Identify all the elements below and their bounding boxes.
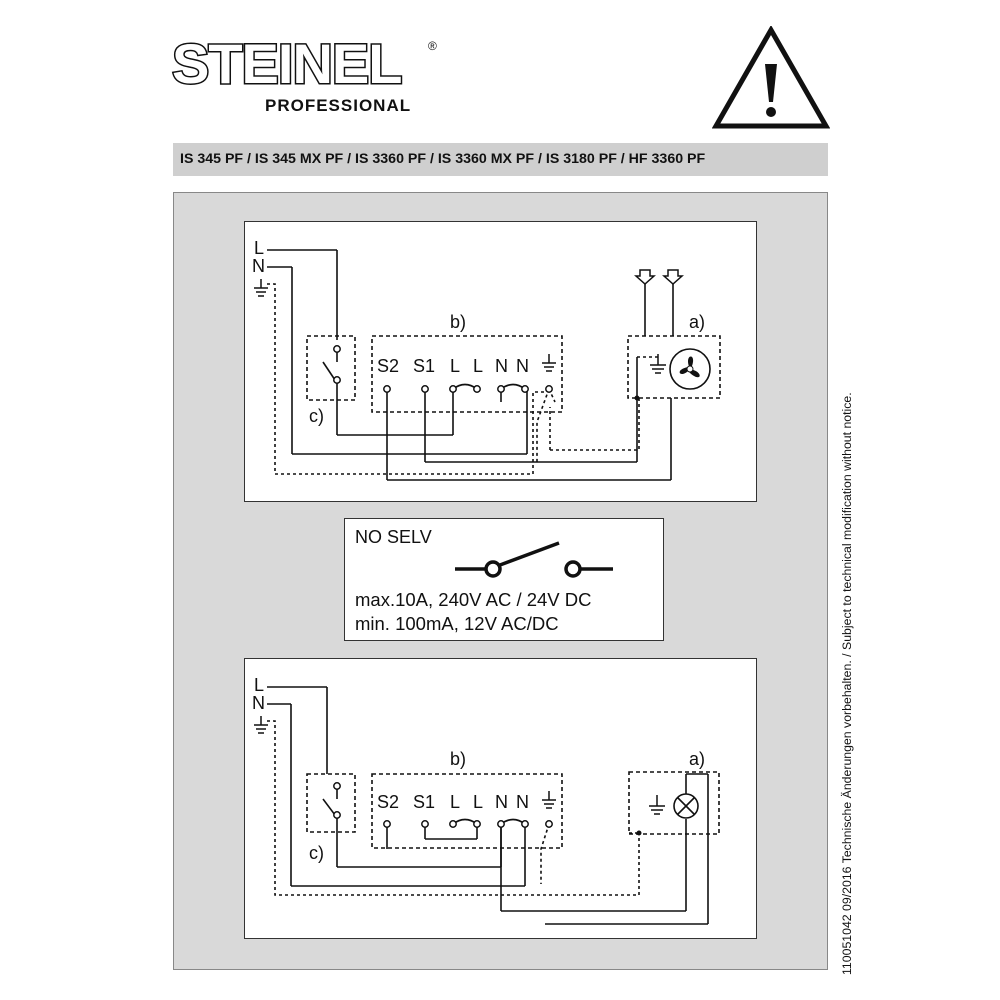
model-list: IS 345 PF / IS 345 MX PF / IS 3360 PF / … — [173, 143, 828, 176]
wiring-diagram-lamp: L N b) a) c) S2 S1 L L N N — [244, 658, 757, 939]
terminal-s1: S1 — [413, 792, 435, 812]
terminal-n1: N — [495, 792, 508, 812]
svg-text:®: ® — [428, 39, 437, 53]
brand-subtitle: PROFESSIONAL — [265, 96, 412, 115]
label-c: c) — [309, 406, 324, 426]
mains-label-n: N — [252, 256, 265, 276]
selv-spec-min: min. 100mA, 12V AC/DC — [355, 613, 559, 634]
terminal-s2: S2 — [377, 356, 399, 376]
warning-icon — [711, 24, 831, 130]
terminal-s1: S1 — [413, 356, 435, 376]
terminal-n1: N — [495, 356, 508, 376]
terminal-n2: N — [516, 356, 529, 376]
wiring-diagram-fan: L N b) a) c) S2 S1 L L N N — [244, 221, 757, 502]
terminal-s2: S2 — [377, 792, 399, 812]
terminal-l1: L — [450, 356, 460, 376]
selv-title: NO SELV — [355, 527, 432, 547]
label-b: b) — [450, 312, 466, 332]
label-c: c) — [309, 843, 324, 863]
label-a: a) — [689, 312, 705, 332]
terminal-n2: N — [516, 792, 529, 812]
mains-label-l: L — [254, 675, 264, 695]
mains-label-n: N — [252, 693, 265, 713]
terminal-l2: L — [473, 356, 483, 376]
terminal-l2: L — [473, 792, 483, 812]
label-a: a) — [689, 749, 705, 769]
label-b: b) — [450, 749, 466, 769]
selv-rating-box: NO SELV max.10A, 240V AC / 24V DC min. 1… — [344, 518, 664, 641]
ground-icon — [254, 716, 665, 815]
lamp-icon — [673, 773, 708, 819]
switch-icon — [455, 541, 613, 578]
fan-icon — [669, 348, 711, 390]
selv-spec-max: max.10A, 240V AC / 24V DC — [355, 589, 592, 610]
terminal-l1: L — [450, 792, 460, 812]
mains-label-l: L — [254, 238, 264, 258]
document-footnote: 110051042 09/2016 Technische Änderungen … — [840, 392, 854, 975]
brand-name: STEINEL — [172, 32, 401, 95]
arrow-down-icon — [634, 269, 684, 286]
ground-icon — [254, 279, 666, 374]
steinel-logo: STEINEL ® — [170, 28, 450, 128]
